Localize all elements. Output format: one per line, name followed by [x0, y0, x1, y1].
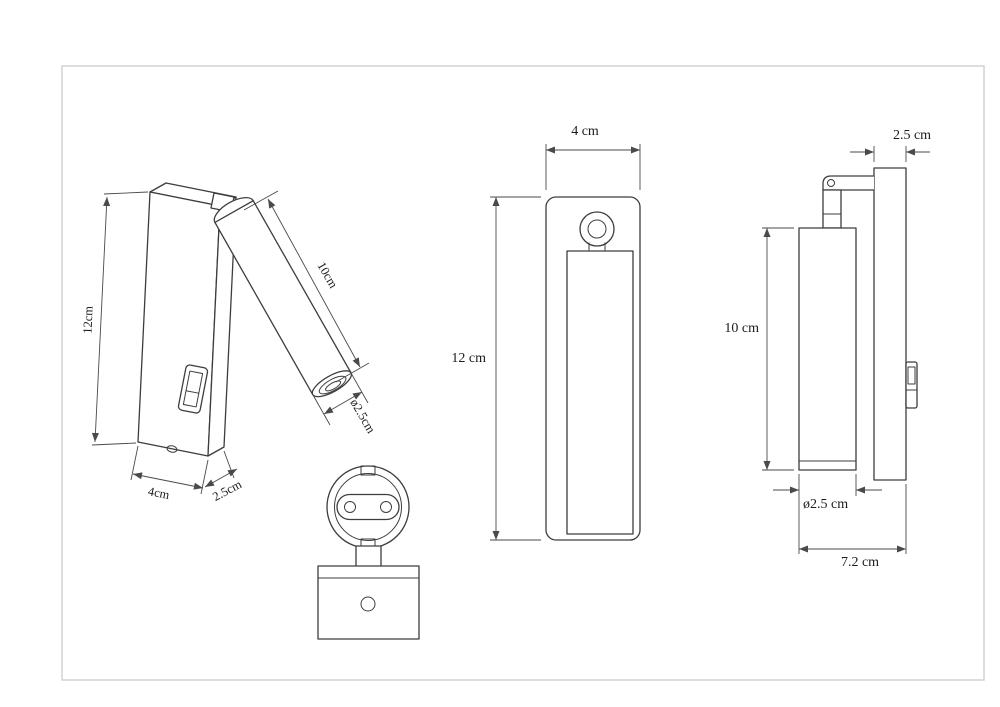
- lens: [325, 380, 342, 392]
- side-dim-diameter-label: ø2.5 cm: [803, 497, 848, 512]
- iso-dim-diameter-label: ø2.5cm: [347, 397, 378, 436]
- bottom-tab-top: [360, 465, 376, 476]
- front-dim-width-lines: [545, 144, 641, 190]
- front-dim-height-label: 12 cm: [451, 351, 486, 366]
- front-view: 4 cm 12 cm: [451, 124, 641, 541]
- iso-dim-arm-lines: [243, 190, 370, 383]
- isometric-view: 12cm 10cm ø2.5cm 4cm 2.5cm: [81, 182, 378, 504]
- lamp-head-bottom-inner: [334, 473, 402, 541]
- iso-dim-arm-label: 10cm: [314, 259, 340, 290]
- side-dim-diameter-lines: [773, 474, 882, 554]
- side-view: 2.5 cm 10 cm ø2.5 cm 7.2 cm: [724, 128, 931, 570]
- wall-plate-iso-front: [137, 191, 221, 457]
- side-dim-arm-lines: [762, 227, 794, 471]
- drawing-frame: [61, 65, 985, 681]
- pivot-neck-side: [822, 189, 842, 229]
- bottom-view: [317, 465, 420, 640]
- front-dim-height-lines: [490, 196, 541, 541]
- switch-side-rocker: [907, 366, 916, 385]
- bottom-slot: [336, 493, 400, 521]
- lamp-head-body: [214, 200, 352, 396]
- iso-dim-depth-lines: [204, 450, 238, 488]
- iso-dim-height-lines: [91, 191, 149, 446]
- switch-rocker-line: [185, 390, 200, 394]
- side-dim-depth-label: 2.5 cm: [893, 128, 931, 143]
- base-bottom: [317, 565, 420, 640]
- pivot-front: [579, 211, 615, 247]
- switch-rocker: [182, 370, 204, 408]
- side-dim-total-label: 7.2 cm: [841, 555, 879, 570]
- side-dim-total-lines: [799, 484, 907, 554]
- wall-plate-side: [873, 167, 907, 481]
- iso-dim-diameter-lines: [312, 372, 369, 426]
- iso-dim-width-lines: [130, 445, 209, 495]
- front-dim-width-label: 4 cm: [571, 124, 599, 139]
- screw-hole-left: [344, 501, 356, 513]
- iso-dim-height-label: 12cm: [81, 305, 96, 334]
- mount-hole-iso: [166, 445, 178, 453]
- switch-iso: [177, 364, 209, 414]
- switch-side: [905, 361, 918, 409]
- lamp-body-front: [566, 250, 634, 535]
- lamp-body-side: [798, 227, 857, 471]
- neck-bottom: [355, 545, 382, 568]
- button-bottom: [360, 596, 376, 612]
- side-dim-depth-lines: [850, 146, 930, 162]
- pivot-arm-side: [822, 175, 875, 191]
- screw-hole-right: [380, 501, 392, 513]
- side-dim-arm-label: 10 cm: [724, 321, 759, 336]
- pivot-pin-side: [827, 179, 835, 187]
- pivot-front-inner: [587, 219, 607, 239]
- switch-frame: [177, 364, 209, 414]
- iso-dim-width-label: 4cm: [147, 484, 171, 502]
